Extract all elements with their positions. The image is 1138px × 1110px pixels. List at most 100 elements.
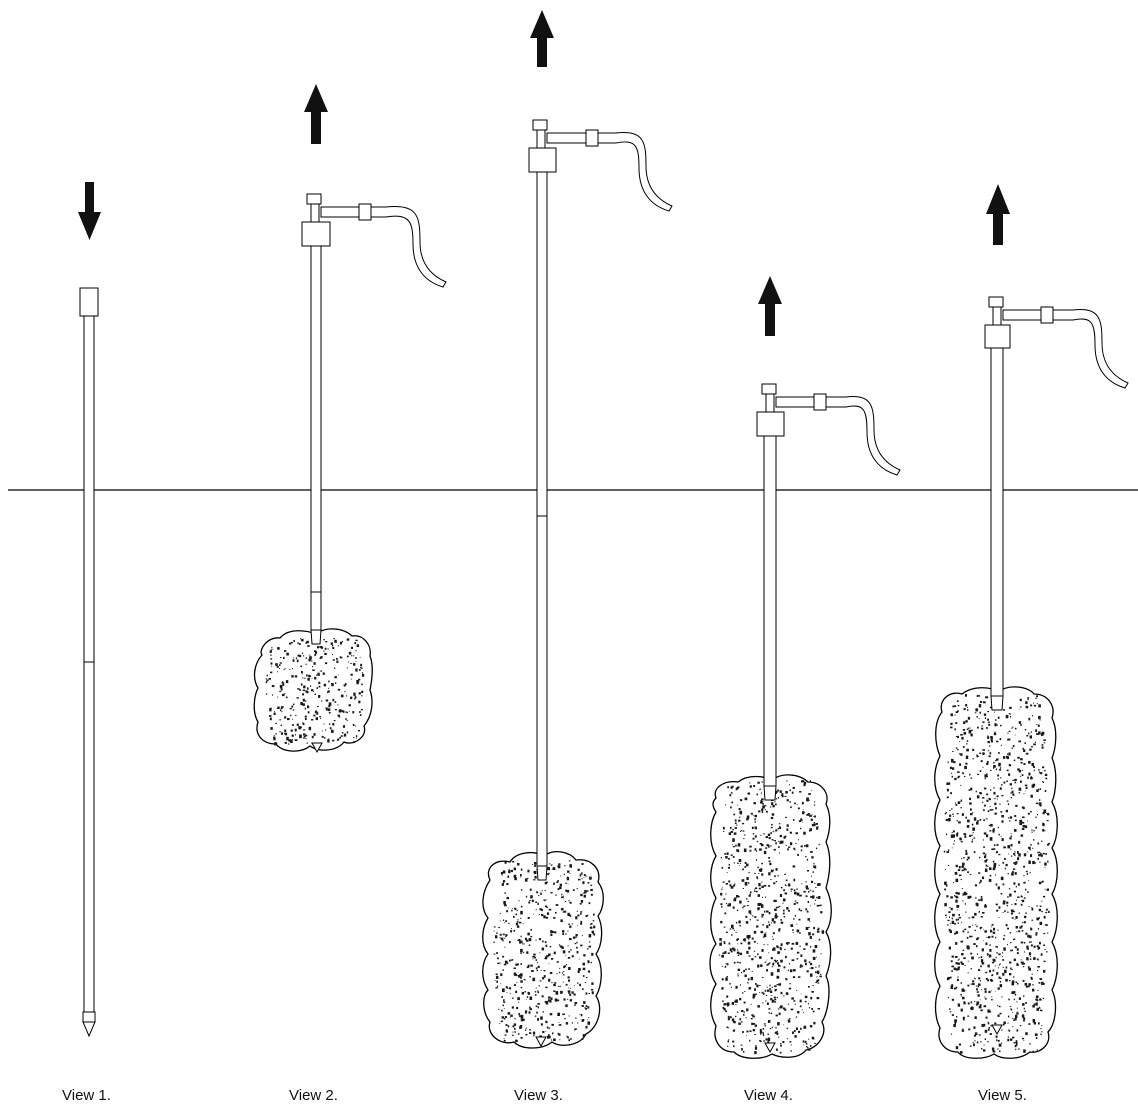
grout-speckle: [986, 953, 989, 955]
grout-speckle: [727, 1015, 730, 1018]
grout-speckle: [1029, 958, 1032, 960]
grout-speckle: [757, 964, 760, 968]
grout-speckle: [273, 735, 276, 737]
grout-speckle: [352, 711, 355, 714]
grout-speckle: [1043, 932, 1046, 935]
grout-speckle: [1014, 819, 1017, 822]
grout-speckle: [758, 810, 761, 813]
grout-speckle: [812, 985, 814, 987]
grout-speckle: [979, 752, 982, 754]
grout-speckle: [989, 949, 992, 952]
grout-speckle: [1038, 1006, 1040, 1008]
grout-speckle: [761, 885, 764, 888]
grout-speckle: [996, 844, 999, 846]
grout-speckle: [752, 996, 755, 999]
grout-speckle: [1006, 901, 1009, 904]
grout-speckle: [727, 1027, 729, 1029]
grout-speckle: [754, 993, 757, 995]
grout-speckle: [807, 813, 810, 815]
grout-speckle: [815, 899, 817, 901]
grout-speckle: [950, 834, 954, 838]
grout-speckle: [578, 878, 581, 881]
grout-speckle: [500, 937, 504, 941]
view-1: [78, 182, 101, 1038]
grout-speckle: [543, 899, 546, 901]
grout-speckle: [331, 729, 334, 733]
grout-speckle: [754, 821, 756, 823]
grout-speckle: [538, 914, 540, 915]
grout-speckle: [953, 761, 956, 764]
grout-speckle: [756, 877, 759, 880]
grout-speckle: [951, 920, 955, 924]
grout-speckle: [786, 780, 788, 782]
grout-speckle: [548, 1035, 551, 1039]
grout-speckle: [742, 1050, 745, 1053]
grout-speckle: [966, 743, 968, 745]
grout-speckle: [977, 820, 979, 822]
grout-speckle: [984, 804, 986, 807]
grout-speckle: [991, 975, 993, 976]
grout-speckle: [965, 816, 967, 819]
grout-speckle: [768, 846, 770, 848]
grout-speckle: [759, 1028, 762, 1031]
grout-speckle: [804, 1040, 807, 1043]
grout-speckle: [800, 845, 803, 848]
grout-speckle: [955, 931, 959, 934]
grout-speckle: [1043, 970, 1046, 973]
grout-speckle: [565, 964, 568, 966]
grout-speckle: [1027, 698, 1029, 701]
supply-hose: [370, 206, 447, 288]
grout-speckle: [775, 1014, 778, 1017]
grout-speckle: [1009, 1038, 1013, 1041]
grout-speckle: [1032, 1050, 1034, 1053]
grout-speckle: [593, 913, 595, 916]
grout-speckle: [344, 683, 347, 686]
grout-speckle: [580, 911, 583, 913]
grout-speckle: [969, 773, 971, 776]
grout-speckle: [562, 932, 564, 935]
grout-speckle: [533, 1035, 535, 1037]
grout-speckle: [303, 655, 305, 657]
grout-speckle: [759, 992, 761, 993]
grout-speckle: [802, 1040, 805, 1043]
grout-speckle: [962, 900, 964, 902]
grout-speckle: [982, 839, 984, 841]
grout-speckle: [1020, 895, 1022, 897]
grout-speckle: [536, 1011, 538, 1014]
grout-speckle: [972, 839, 974, 841]
grout-speckle: [537, 1006, 539, 1009]
grout-speckle: [305, 657, 308, 659]
grout-speckle: [1012, 1012, 1014, 1013]
grout-speckle: [508, 922, 510, 925]
grout-speckle: [1027, 966, 1030, 969]
grout-speckle: [1013, 938, 1016, 940]
grout-speckle: [523, 951, 525, 954]
grout-speckle: [576, 946, 578, 949]
grout-speckle: [981, 989, 983, 991]
bottom-marker-icon: [764, 1042, 776, 1054]
grout-speckle: [331, 683, 334, 687]
grout-speckle: [334, 709, 337, 711]
grout-speckle: [816, 847, 818, 850]
grout-speckle: [788, 1003, 790, 1005]
grout-speckle: [750, 913, 752, 915]
grout-speckle: [556, 881, 559, 884]
grout-speckle: [583, 877, 585, 878]
grout-speckle: [1012, 1036, 1015, 1039]
grout-speckle: [958, 917, 961, 919]
grout-speckle: [346, 667, 348, 669]
grout-speckle: [807, 870, 810, 872]
grout-speckle: [738, 808, 741, 811]
grout-speckle: [771, 802, 774, 806]
grout-speckle: [1042, 766, 1045, 769]
grout-speckle: [1022, 899, 1025, 903]
grout-speckle: [1023, 995, 1025, 997]
grout-speckle: [987, 964, 990, 968]
grout-speckle: [285, 696, 288, 699]
grout-speckle: [520, 973, 523, 977]
grout-speckle: [530, 964, 533, 967]
grout-speckle: [510, 1014, 513, 1017]
rod-tip-collar: [82, 1011, 96, 1023]
grout-speckle: [1017, 756, 1020, 759]
grout-speckle: [968, 729, 972, 734]
